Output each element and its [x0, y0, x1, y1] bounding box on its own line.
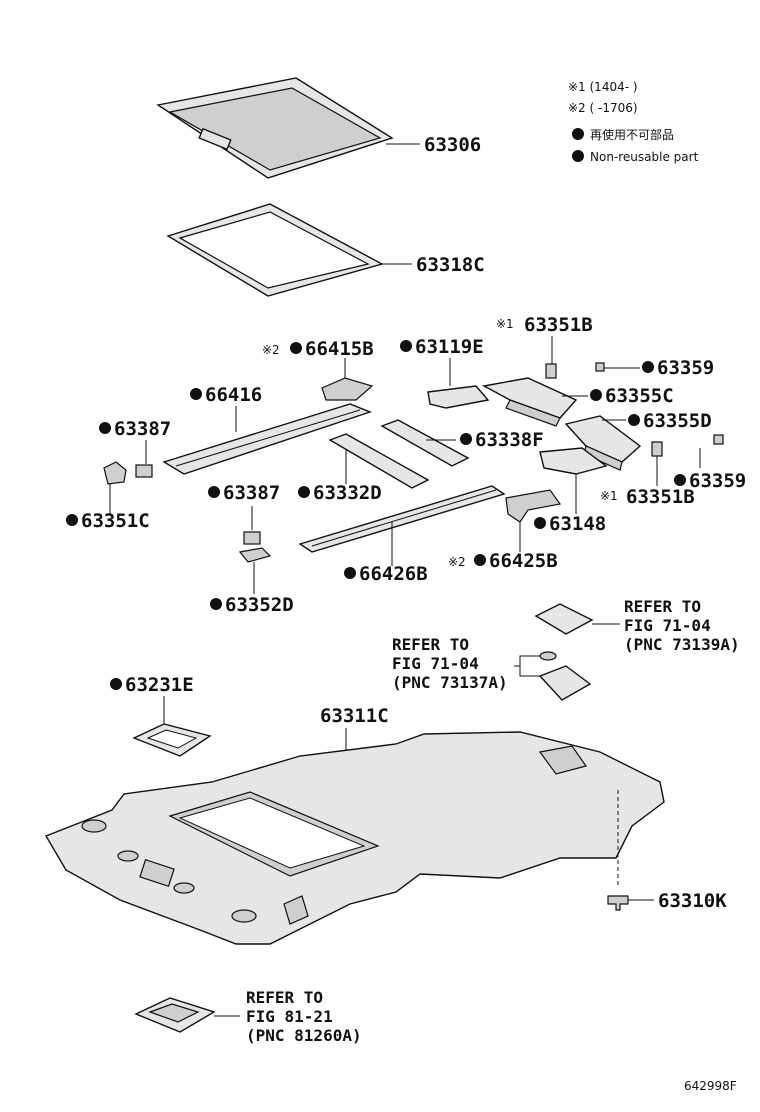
ref1-line1: REFER TO: [624, 597, 701, 616]
nonreusable-dot-icon: [210, 598, 222, 610]
nonreusable-dot-icon: [344, 567, 356, 579]
room-lamp-lens: [148, 1003, 200, 1023]
nonreusable-dot-icon: [674, 474, 686, 486]
nonreusable-dot-icon: [400, 340, 412, 352]
callout-63231E: 63231E: [125, 674, 194, 696]
nonreusable-dot-icon: [534, 517, 546, 529]
ref1-line2: FIG 71-04: [624, 616, 711, 635]
nonreusable-dot-icon: [190, 388, 202, 400]
clip-part: [651, 441, 663, 457]
legend-note-2: ※2 ( -1706): [568, 101, 638, 115]
ref3-line3: (PNC 81260A): [246, 1026, 362, 1045]
callout-63387-mid: 63387: [223, 482, 280, 504]
callout-66416: 66416: [205, 384, 262, 406]
callout-63359-top: 63359: [657, 357, 714, 379]
ref2-line2: FIG 71-04: [392, 654, 479, 673]
ref3-line2: FIG 81-21: [246, 1007, 333, 1026]
callout-63355D: 63355D: [643, 410, 712, 432]
pad-part: [243, 531, 261, 545]
nonreusable-dot-icon: [99, 422, 111, 434]
figure-id: 642998F: [684, 1079, 737, 1093]
foam-strip-part: [328, 433, 430, 489]
nonreusable-dot-icon: [572, 128, 584, 140]
clip-part: [713, 434, 724, 445]
lamp-part: [538, 665, 592, 701]
callout-63306: 63306: [424, 134, 481, 156]
clip-part: [545, 363, 557, 379]
callout-63387-left: 63387: [114, 418, 171, 440]
map-lamp-part: [534, 603, 594, 635]
nonreusable-dot-icon: [208, 486, 220, 498]
nonreusable-dot-icon: [66, 514, 78, 526]
ref1-line3: (PNC 73139A): [624, 635, 740, 654]
rail-detail: [175, 409, 361, 467]
legend-nonreusable-en: Non-reusable part: [590, 150, 699, 164]
nonreusable-dot-icon: [572, 150, 584, 162]
callout-63359-right: 63359: [689, 470, 746, 492]
rail-detail: [311, 489, 497, 547]
callout-63148: 63148: [549, 513, 606, 535]
legend-note-1: ※1 (1404- ): [568, 80, 638, 94]
pad-part: [135, 464, 153, 478]
clip-part: [595, 362, 605, 372]
clip-part: [238, 547, 272, 563]
nonreusable-dot-icon: [110, 678, 122, 690]
nonreusable-dot-icon: [642, 361, 654, 373]
callout-63355C: 63355C: [605, 385, 674, 407]
foam-strip-part: [380, 419, 470, 467]
clip-part: [607, 895, 629, 911]
absorber-part: [481, 377, 578, 419]
callout-63351C: 63351C: [81, 510, 150, 532]
callout-63311C: 63311C: [320, 705, 389, 727]
callout-63332D: 63332D: [313, 482, 382, 504]
callout-63338F: 63338F: [475, 429, 544, 451]
headliner-part: [44, 731, 665, 945]
ref2-line3: (PNC 73137A): [392, 673, 508, 692]
bulb-part: [539, 651, 557, 661]
leader-line: [514, 655, 540, 667]
callout-63318C: 63318C: [416, 254, 485, 276]
garnish-inner: [146, 729, 198, 749]
weatherstrip-part: [166, 203, 384, 297]
callout-66426B: 66426B: [359, 563, 428, 585]
callout-63352D: 63352D: [225, 594, 294, 616]
legend: ※1 (1404- ) ※2 ( -1706) 再使用不可部品 Non-reus…: [568, 80, 699, 164]
note-mark-2: ※2: [448, 555, 466, 569]
clip-part: [103, 461, 127, 485]
callout-63310K: 63310K: [658, 890, 727, 912]
callout-63119E: 63119E: [415, 336, 484, 358]
callout-63351B-top: 63351B: [524, 314, 593, 336]
note-mark-1: ※1: [496, 317, 514, 331]
nonreusable-dot-icon: [290, 342, 302, 354]
leader-line: [519, 666, 540, 677]
note-mark-1: ※1: [600, 489, 618, 503]
nonreusable-dot-icon: [460, 433, 472, 445]
nonreusable-dot-icon: [590, 389, 602, 401]
absorber-side: [505, 399, 561, 427]
ref3-line1: REFER TO: [246, 988, 323, 1007]
nonreusable-dot-icon: [474, 554, 486, 566]
ref2-line1: REFER TO: [392, 635, 469, 654]
nonreusable-dot-icon: [298, 486, 310, 498]
bracket-part: [505, 489, 562, 523]
callout-63351B-right: 63351B: [626, 486, 695, 508]
pad-part: [427, 385, 490, 409]
bracket-part: [321, 377, 374, 401]
sunshade-part: [156, 77, 394, 179]
note-mark-2: ※2: [262, 343, 280, 357]
callout-66415B: 66415B: [305, 338, 374, 360]
rail-part: [162, 403, 373, 475]
legend-nonreusable-jp: 再使用不可部品: [590, 127, 674, 142]
callout-66425B: 66425B: [489, 550, 558, 572]
absorber-part: [564, 415, 642, 463]
nonreusable-dot-icon: [628, 414, 640, 426]
pad-part: [539, 447, 608, 475]
